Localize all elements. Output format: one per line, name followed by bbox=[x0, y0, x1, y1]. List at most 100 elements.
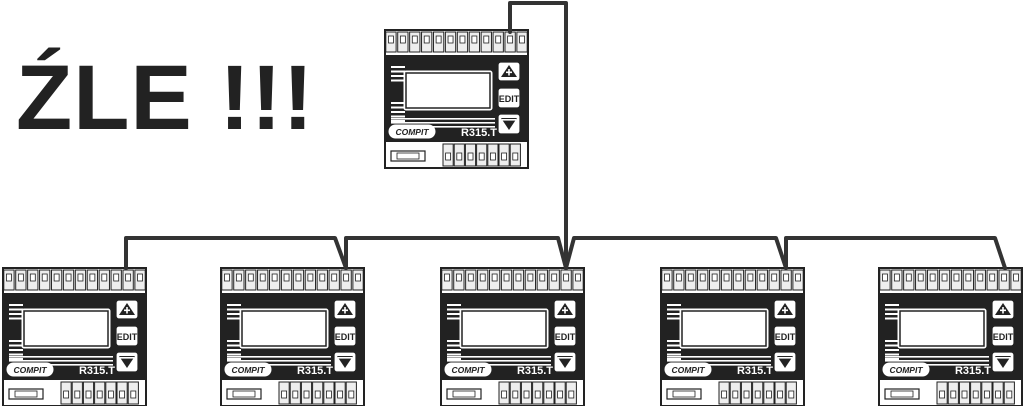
terminal-screw bbox=[575, 273, 581, 282]
vent-stripe bbox=[447, 356, 551, 358]
vent-stripe bbox=[885, 313, 899, 315]
terminal-screw bbox=[77, 273, 84, 282]
up-plus-button[interactable] bbox=[773, 299, 797, 320]
terminal-screw bbox=[423, 35, 430, 44]
minus-line bbox=[996, 357, 1010, 359]
bus-wire-top-hook bbox=[508, 1, 568, 270]
terminal-screw bbox=[929, 273, 936, 282]
terminal-screw bbox=[759, 273, 766, 282]
terminal-screw bbox=[445, 152, 451, 161]
terminal-screw bbox=[563, 273, 570, 282]
terminal-screw bbox=[675, 273, 682, 282]
terminal-screw bbox=[17, 273, 24, 282]
terminal-screw bbox=[699, 273, 706, 282]
vent-stripe bbox=[391, 126, 495, 128]
terminal-screw bbox=[281, 390, 287, 399]
down-button[interactable] bbox=[333, 351, 357, 373]
terminal-screw bbox=[435, 35, 442, 44]
vent-stripe bbox=[447, 349, 461, 351]
vent-stripe bbox=[667, 360, 771, 362]
edit-button-label: EDIT bbox=[775, 332, 796, 342]
terminal-screw bbox=[1006, 390, 1013, 399]
vent-stripe bbox=[885, 358, 899, 360]
fuse bbox=[396, 152, 420, 160]
brand-logo bbox=[6, 362, 54, 377]
terminal-screw bbox=[882, 273, 888, 282]
edit-button[interactable]: EDIT bbox=[553, 325, 577, 347]
brand-logo bbox=[224, 362, 272, 377]
vent-stripe bbox=[9, 349, 23, 351]
edit-button[interactable]: EDIT bbox=[991, 325, 1015, 347]
fuse bbox=[14, 390, 38, 398]
down-button[interactable] bbox=[553, 351, 577, 373]
vent-stripe bbox=[9, 317, 23, 320]
down-button[interactable] bbox=[773, 351, 797, 373]
vent-stripe bbox=[227, 317, 241, 320]
vent-stripe bbox=[391, 102, 405, 104]
edit-button[interactable]: EDIT bbox=[115, 325, 139, 347]
bus-wiring bbox=[124, 1, 1007, 270]
vent-stripe bbox=[885, 317, 899, 320]
triangle-down-icon bbox=[777, 356, 793, 368]
terminal-screw bbox=[941, 273, 948, 282]
up-plus-button[interactable] bbox=[115, 299, 139, 320]
up-plus-button[interactable] bbox=[497, 61, 521, 82]
terminal-screw bbox=[501, 152, 507, 161]
vent-stripe bbox=[391, 106, 405, 109]
terminal-screw bbox=[766, 390, 772, 399]
edit-button-face bbox=[773, 325, 797, 347]
terminal-screw bbox=[478, 152, 485, 161]
fuse bbox=[672, 390, 696, 398]
terminal-screw bbox=[743, 390, 750, 399]
down-button[interactable] bbox=[497, 113, 521, 135]
vent-stripe bbox=[391, 122, 495, 124]
terminal-screw bbox=[355, 273, 361, 282]
terminal-screw bbox=[491, 273, 498, 282]
edit-button[interactable]: EDIT bbox=[773, 325, 797, 347]
vent-stripe bbox=[885, 308, 899, 311]
terminal-screw bbox=[732, 390, 739, 399]
terminal-screw bbox=[467, 152, 474, 161]
terminal-screw bbox=[735, 273, 742, 282]
terminal-screw bbox=[53, 273, 60, 282]
model-label: R315.T bbox=[955, 365, 991, 377]
up-plus-button[interactable] bbox=[553, 299, 577, 320]
model-label: R315.T bbox=[297, 365, 333, 377]
terminal-screw bbox=[989, 273, 996, 282]
terminal-screw bbox=[539, 273, 546, 282]
vent-stripe bbox=[667, 304, 681, 306]
down-button[interactable] bbox=[991, 351, 1015, 373]
vent-stripe bbox=[667, 353, 681, 356]
edit-button-label: EDIT bbox=[993, 332, 1014, 342]
vent-stripe bbox=[9, 304, 23, 306]
terminal-screw bbox=[965, 273, 972, 282]
terminal-screw bbox=[551, 273, 558, 282]
plus-icon bbox=[126, 307, 128, 314]
edit-button-face bbox=[497, 87, 521, 109]
terminal-screw bbox=[467, 273, 474, 282]
terminal-screw bbox=[557, 390, 563, 399]
terminal-screw bbox=[96, 390, 103, 399]
terminal-screw bbox=[490, 152, 496, 161]
vent-stripe bbox=[447, 358, 461, 360]
vent-stripe bbox=[227, 313, 241, 315]
brand-logo bbox=[444, 362, 492, 377]
up-plus-button[interactable] bbox=[991, 299, 1015, 320]
edit-button[interactable]: EDIT bbox=[333, 325, 357, 347]
terminal-screw bbox=[939, 390, 945, 399]
minus-line bbox=[120, 357, 134, 359]
up-plus-button[interactable] bbox=[333, 299, 357, 320]
terminal-screw bbox=[411, 35, 418, 44]
terminal-screw bbox=[119, 390, 125, 399]
lcd-screen bbox=[899, 310, 985, 347]
vent-stripe bbox=[447, 360, 551, 362]
vent-stripe bbox=[391, 66, 405, 68]
edit-button[interactable]: EDIT bbox=[497, 87, 521, 109]
terminal-screw bbox=[568, 390, 575, 399]
down-button[interactable] bbox=[115, 351, 139, 373]
minus-line bbox=[778, 357, 792, 359]
model-label: R315.T bbox=[79, 365, 115, 377]
vent-stripe bbox=[885, 349, 899, 351]
